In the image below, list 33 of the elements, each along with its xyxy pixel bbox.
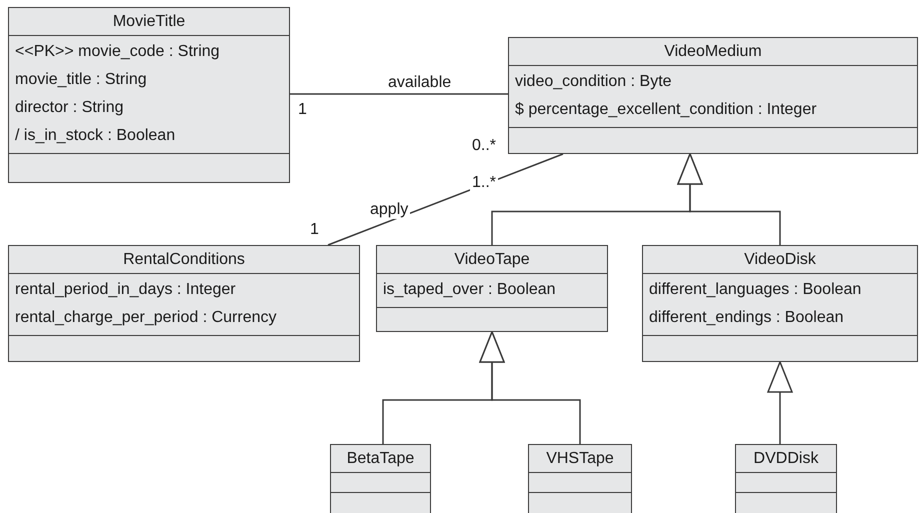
attribute-text: / is_in_stock : Boolean (14, 126, 176, 146)
class-name: MovieTitle (112, 13, 186, 30)
attribute-text: different_languages : Boolean (648, 280, 862, 300)
class-name: RentalConditions (123, 251, 245, 268)
class-box (735, 444, 837, 513)
class-box (330, 444, 431, 513)
class-box (642, 245, 918, 362)
class-name: DVDDisk (754, 450, 818, 467)
class-box (8, 7, 290, 183)
attribute-text: movie_title : String (14, 70, 148, 90)
attribute-text: $ percentage_excellent_condition : Integer (514, 100, 818, 120)
edge-label: apply (368, 201, 410, 219)
attribute-text: is_taped_over : Boolean (382, 280, 557, 300)
class-name: VideoMedium (664, 43, 762, 60)
class-name: VideoTape (454, 251, 530, 268)
attribute-text: rental_charge_per_period : Currency (14, 308, 278, 328)
attribute-text: director : String (14, 98, 124, 118)
attribute-text: video_condition : Byte (514, 72, 673, 92)
attribute-text: rental_period_in_days : Integer (14, 280, 237, 300)
class-name: VideoDisk (744, 251, 816, 268)
class-name: VHSTape (546, 450, 614, 467)
attribute-text: <<PK>> movie_code : String (14, 42, 221, 62)
class-box (376, 245, 608, 332)
class-box (8, 245, 360, 362)
generalization-arrow (767, 361, 793, 444)
attribute-text: different_endings : Boolean (648, 308, 845, 328)
generalization-arrow (677, 153, 781, 245)
class-box (528, 444, 632, 513)
class-name: BetaTape (346, 450, 414, 467)
association-line (290, 93, 508, 95)
class-box (508, 37, 918, 154)
generalization-arrow (479, 331, 581, 444)
multiplicity-label: 1..* (470, 174, 498, 192)
